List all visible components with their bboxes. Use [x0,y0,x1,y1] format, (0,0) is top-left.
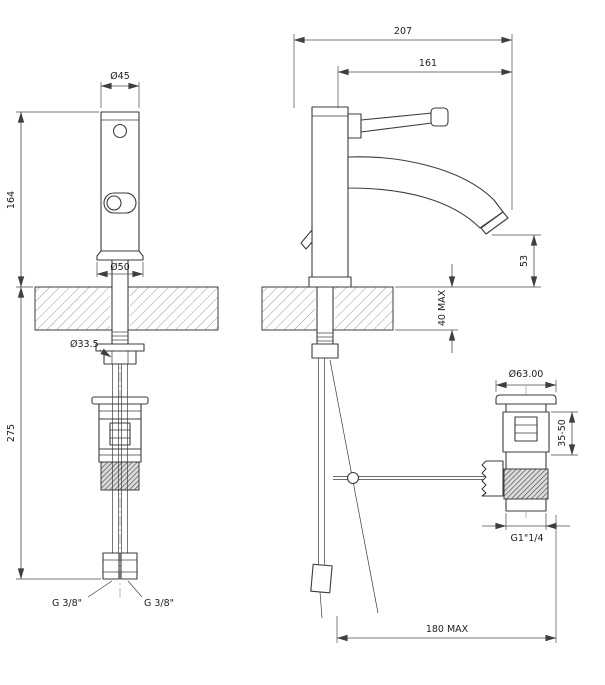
aerator-front [106,195,122,211]
pivot-nut [481,460,504,497]
dimension-spout-reach: 161 [337,58,513,108]
label-hose-thread-right: G 3/8" [144,598,174,609]
handle-pivot [347,113,362,139]
supply-hoses-front [87,364,143,598]
label-spout-reach: 161 [419,58,437,69]
label-hose-length: 180 MAX [426,624,469,635]
dimension-cap-diameter: Ø45 [100,71,140,108]
label-below-deck-depth: 275 [6,424,17,442]
dimension-waste-thread: G1"1/4 [482,513,570,544]
label-shank-diameter: Ø33.5 [70,339,99,350]
faucet-base-side [308,276,352,288]
label-waste-adjustment: 35-50 [557,419,568,447]
side-tab [300,229,313,250]
dimension-overall-depth: 207 [293,26,513,210]
spout [347,156,504,229]
label-base-diameter: Ø50 [110,262,130,273]
handle-lever [360,112,433,133]
dimension-waste-adjustment: 35-50 [551,411,578,456]
mounting-shank-side [311,286,339,359]
mounting-shank-front [95,259,145,365]
spout-opening-front [103,192,137,214]
faucet-base-front [96,250,144,261]
side-view: Ø63.00 [261,26,578,643]
label-waste-thread: G1"1/4 [510,533,543,544]
label-cap-diameter: Ø45 [110,71,130,82]
dimension-hose-length: 180 MAX [336,515,557,643]
label-body-height: 164 [6,191,17,209]
hose-nut-right [120,552,138,580]
dimension-spout-height: 53 [395,234,541,288]
label-hose-thread-left: G 3/8" [52,598,82,609]
dimension-shank-diameter: Ø33.5 [70,339,112,358]
label-waste-flange-diameter: Ø63.00 [509,369,544,380]
drain-front [91,396,149,491]
label-overall-depth: 207 [394,26,412,37]
handle-screw-front [112,123,128,139]
dimension-below-deck-depth: 275 [6,286,101,580]
ball-joint [346,471,360,485]
popup-linkage [310,358,490,619]
label-deck-thickness: 40 MAX [437,289,448,326]
popup-rod-diagonal [329,359,379,614]
waste-flange [495,394,557,405]
hose-nut-side [310,563,333,594]
handle-knob [430,107,449,127]
label-spout-height: 53 [519,255,530,267]
dimension-deck-thickness: 40 MAX [395,264,458,353]
dimension-body-height: 164 [6,111,99,288]
dimension-base-diameter: Ø50 [96,262,144,278]
drain-side: Ø63.00 [481,369,557,512]
faucet-body-side [300,106,509,288]
hose-nut-left [102,552,120,580]
faucet-body-front [96,111,144,261]
front-view: Ø45 Ø50 Ø33.5 164 275 G 3/8" G [6,71,219,609]
spout-aerator [480,211,509,235]
